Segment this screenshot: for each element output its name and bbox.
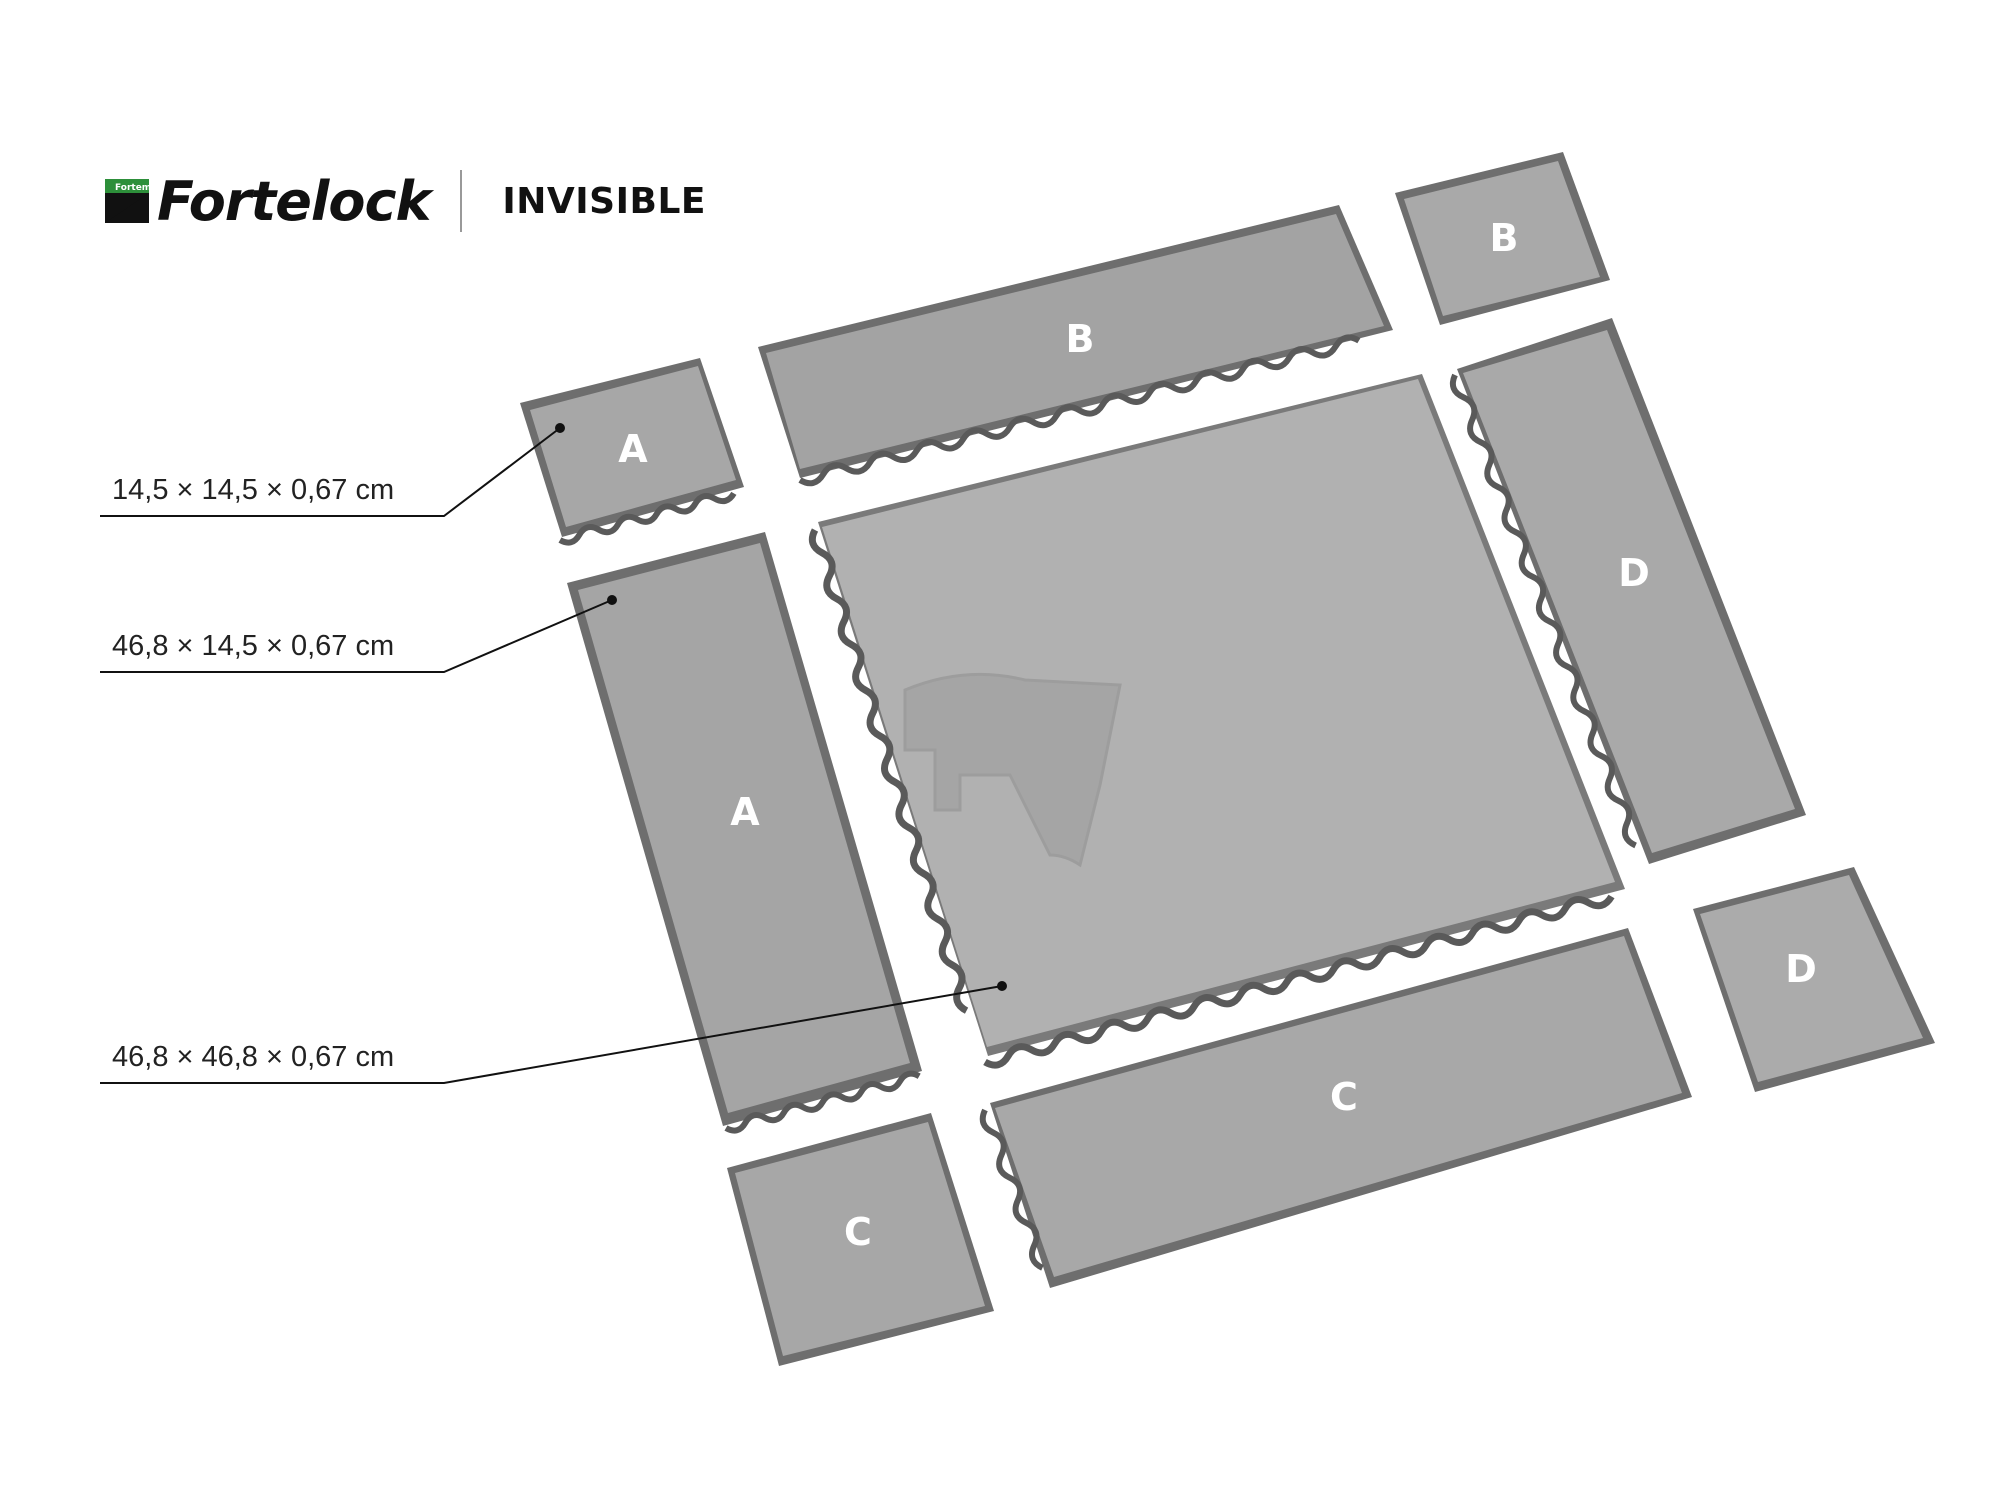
product-name: INVISIBLE xyxy=(502,180,706,222)
tile-edge-a: A xyxy=(567,532,922,1134)
tile-edge-b-label: B xyxy=(1066,317,1095,361)
tile-corner-d-label: D xyxy=(1785,947,1817,991)
dimension-center-tile: 46,8 × 46,8 × 0,67 cm xyxy=(112,1041,395,1073)
tile-center xyxy=(808,374,1625,1069)
leader-line-center xyxy=(100,985,1003,1084)
header-divider xyxy=(460,170,463,232)
dimension-corner-tile: 14,5 × 14,5 × 0,67 cm xyxy=(112,474,395,506)
tile-corner-d: D xyxy=(1693,867,1935,1092)
dimension-leader-lines xyxy=(100,423,1007,1084)
tile-edge-d-label: D xyxy=(1618,551,1650,595)
tile-edge-c: C xyxy=(979,928,1692,1288)
tile-edge-b: B xyxy=(758,205,1393,487)
leader-dot-center xyxy=(997,981,1007,991)
brand-header: Fortelock INVISIBLE xyxy=(103,169,706,233)
brand-name: Fortelock xyxy=(157,169,431,233)
leader-line-edge xyxy=(100,599,613,673)
tile-edge-c-label: C xyxy=(1330,1075,1358,1119)
leader-dot-edge xyxy=(607,595,617,605)
dimension-edge-tile: 46,8 × 14,5 × 0,67 cm xyxy=(112,630,395,662)
tile-corner-c-label: C xyxy=(844,1210,872,1254)
tile-edge-a-label: A xyxy=(730,790,760,834)
fortelock-watermark-icon xyxy=(903,672,1122,868)
fortemix-logo-icon xyxy=(105,179,149,223)
brand-logo-text: Fortemix xyxy=(115,183,160,193)
tile-corner-a-label: A xyxy=(618,427,648,471)
leader-line-corner xyxy=(100,427,561,517)
tile-corner-b-label: B xyxy=(1490,216,1519,260)
tile-corner-a: A xyxy=(520,358,744,546)
tile-corner-b: B xyxy=(1395,152,1610,325)
tile-corner-c: C xyxy=(727,1113,994,1366)
leader-dot-corner xyxy=(555,423,565,433)
tile-edge-d: D xyxy=(1449,318,1806,864)
